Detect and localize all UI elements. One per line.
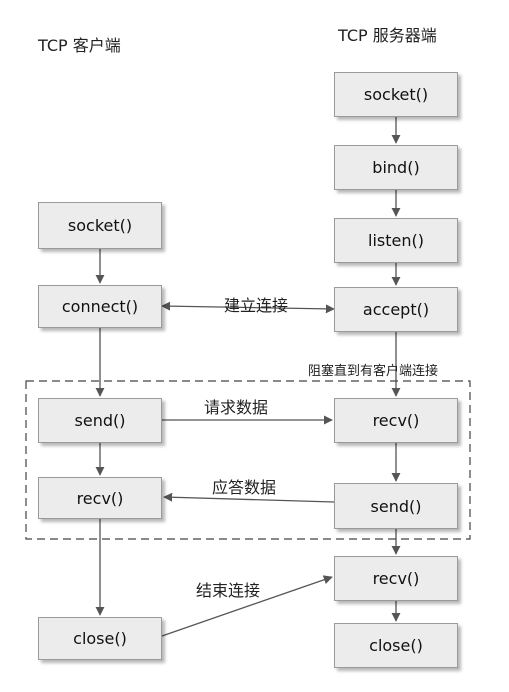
- client-recv-box: recv(): [38, 477, 162, 519]
- arrow-recv-response: [163, 492, 335, 503]
- close-label: 结束连接: [196, 581, 261, 600]
- server-accept-box: accept(): [334, 287, 458, 332]
- arrow-close-request: [161, 575, 333, 637]
- client-header: TCP 客户端: [38, 36, 121, 55]
- server-listen-box: listen(): [334, 218, 458, 263]
- server-recv-box-2: recv(): [334, 556, 458, 601]
- server-recv-box: recv(): [334, 398, 458, 443]
- client-close-box: close(): [38, 617, 162, 660]
- client-connect-box: connect(): [38, 285, 162, 328]
- server-bind-box: bind(): [334, 145, 458, 190]
- connect-label: 建立连接: [224, 296, 289, 315]
- block-note: 阻塞直到有客户端连接: [308, 364, 439, 379]
- client-send-box: send(): [38, 398, 162, 443]
- request-response-region: [25, 380, 471, 540]
- server-header: TCP 服务器端: [338, 26, 437, 45]
- server-socket-box: socket(): [334, 72, 458, 117]
- response-label: 应答数据: [212, 478, 277, 497]
- client-socket-box: socket(): [38, 202, 162, 249]
- server-close-box: close(): [334, 623, 458, 668]
- server-send-box: send(): [334, 483, 458, 529]
- request-label: 请求数据: [204, 398, 269, 417]
- arrow-connect-accept: [161, 301, 335, 314]
